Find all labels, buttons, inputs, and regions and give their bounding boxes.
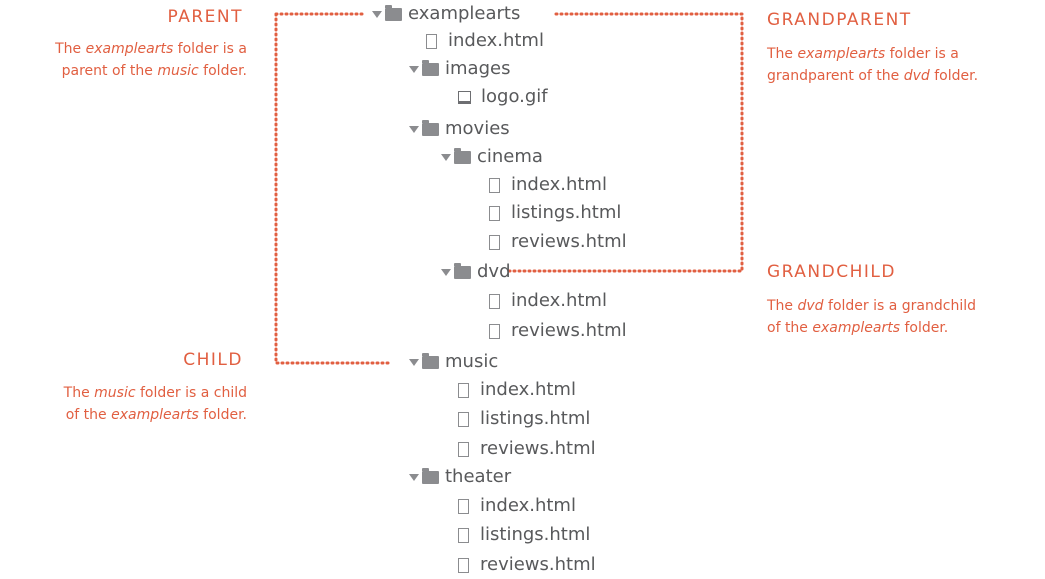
parent-child-connector xyxy=(274,12,394,365)
file-icon xyxy=(458,557,469,573)
folder-icon xyxy=(422,352,439,369)
folder-icon xyxy=(385,4,402,21)
grandchild-annotation-title: GRANDCHILD xyxy=(767,262,896,282)
chevron-down-icon[interactable] xyxy=(409,473,419,481)
tree-file-index-html[interactable]: index.html xyxy=(458,376,576,404)
tree-file-reviews-html[interactable]: reviews.html xyxy=(489,317,627,345)
tree-file-listings-html[interactable]: listings.html xyxy=(458,521,590,549)
file-icon xyxy=(489,323,500,339)
child-annotation-text: The music folder is a child of the examp… xyxy=(63,385,247,423)
tree-folder-theater[interactable]: theater xyxy=(409,463,511,491)
parent-annotation-title: PARENT xyxy=(167,7,243,27)
folder-icon xyxy=(422,467,439,484)
chevron-down-icon[interactable] xyxy=(441,153,451,161)
folder-icon xyxy=(422,59,439,76)
tree-folder-music[interactable]: music xyxy=(409,348,498,376)
tree-folder-examplearts[interactable]: examplearts xyxy=(372,0,520,28)
child-annotation-title: CHILD xyxy=(183,350,243,370)
tree-file-reviews-html[interactable]: reviews.html xyxy=(458,435,596,463)
file-icon xyxy=(489,205,500,221)
file-icon xyxy=(489,293,500,309)
file-icon xyxy=(489,177,500,193)
file-icon xyxy=(458,411,469,427)
file-icon xyxy=(426,33,437,49)
folder-icon xyxy=(422,119,439,136)
tree-file-index-html[interactable]: index.html xyxy=(489,287,607,315)
tree-folder-dvd[interactable]: dvd xyxy=(441,258,511,286)
grandparent-annotation-text: The examplearts folder is a grandparent … xyxy=(767,46,979,84)
chevron-down-icon[interactable] xyxy=(409,125,419,133)
file-icon xyxy=(458,441,469,457)
file-icon xyxy=(458,498,469,514)
file-icon xyxy=(458,382,469,398)
grandparent-grandchild-connector xyxy=(506,12,744,273)
folder-icon xyxy=(454,147,471,164)
tree-folder-images[interactable]: images xyxy=(409,55,510,83)
grandparent-annotation-title: GRANDPARENT xyxy=(767,10,912,30)
tree-file-logo-gif[interactable]: logo.gif xyxy=(458,83,548,111)
tree-file-index-html[interactable]: index.html xyxy=(426,27,544,55)
tree-file-index-html[interactable]: index.html xyxy=(458,492,576,520)
tree-file-reviews-html[interactable]: reviews.html xyxy=(489,228,627,256)
grandchild-annotation-text: The dvd folder is a grandchild of the ex… xyxy=(767,298,976,336)
tree-folder-cinema[interactable]: cinema xyxy=(441,143,543,171)
tree-file-reviews-html[interactable]: reviews.html xyxy=(458,551,596,579)
tree-file-index-html[interactable]: index.html xyxy=(489,171,607,199)
file-icon xyxy=(489,234,500,250)
parent-annotation-text: The examplearts folder is a parent of th… xyxy=(55,41,247,79)
tree-file-listings-html[interactable]: listings.html xyxy=(458,405,590,433)
chevron-down-icon[interactable] xyxy=(441,268,451,276)
chevron-down-icon[interactable] xyxy=(409,65,419,73)
tree-file-listings-html[interactable]: listings.html xyxy=(489,199,621,227)
file-icon xyxy=(458,527,469,543)
chevron-down-icon[interactable] xyxy=(372,10,382,18)
tree-folder-movies[interactable]: movies xyxy=(409,115,510,143)
chevron-down-icon[interactable] xyxy=(409,358,419,366)
folder-icon xyxy=(454,262,471,279)
image-file-icon xyxy=(458,90,471,104)
